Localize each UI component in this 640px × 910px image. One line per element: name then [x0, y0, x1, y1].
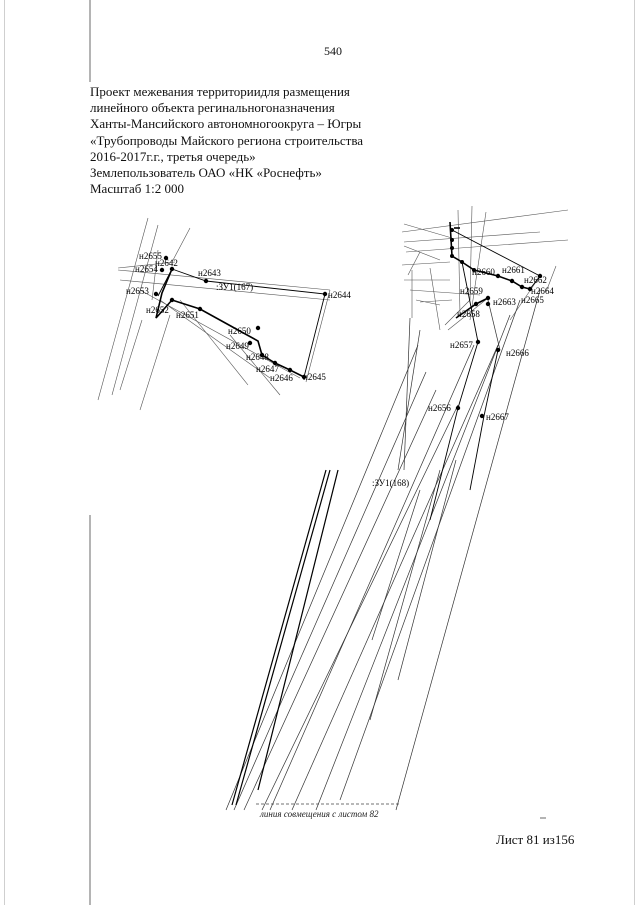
label-n2657: н2657	[450, 340, 473, 350]
point-n2663	[485, 301, 491, 307]
point-n2650	[255, 325, 261, 331]
point-n2649	[247, 340, 253, 346]
vertex-right-3	[450, 246, 454, 250]
label-n2650: н2650	[228, 326, 251, 336]
title-line-4: «Трубопроводы Майского региона строитель…	[90, 132, 364, 148]
vertex-right-1	[450, 228, 454, 232]
point-n2647	[272, 360, 278, 366]
left-page-edge	[4, 0, 5, 905]
point-n2657	[475, 339, 481, 345]
title-line-3: Ханты-Мансийского автономногоокруга – Юг…	[90, 116, 362, 132]
label-n2645: н2645	[303, 372, 326, 382]
label-n2661: н2661	[502, 265, 525, 275]
point-n2646	[287, 367, 293, 373]
point-n2643	[203, 278, 209, 284]
parcel-167-label: :ЗУ1(167)	[216, 282, 253, 292]
point-n2653	[153, 291, 159, 297]
point-n2667	[479, 413, 485, 419]
label-n2648: н2648	[246, 352, 269, 362]
right-point-markers	[450, 228, 543, 419]
point-n2665	[537, 273, 543, 279]
label-n2643: н2643	[198, 268, 221, 278]
label-n2642: н2642	[155, 258, 178, 268]
point-n2655	[163, 255, 169, 261]
point-n2644	[322, 291, 328, 297]
point-n2661	[509, 278, 515, 284]
label-n2658: н2658	[457, 309, 480, 319]
vertex-right-4	[450, 254, 454, 258]
point-n2664	[527, 286, 533, 292]
label-n2649: н2649	[226, 341, 249, 351]
scale-line: Масштаб 1:2 000	[90, 181, 184, 197]
label-n2665: н2665	[521, 295, 544, 305]
label-n2664: н2664	[531, 286, 554, 296]
title-line-5: 2016-2017г.г., третья очередь»	[90, 148, 256, 164]
title-block: Проект межевания территориидля размещени…	[90, 84, 390, 197]
point-n2662	[519, 284, 525, 290]
label-n2655: н2655	[139, 251, 162, 261]
label-n2656: н2656	[428, 403, 451, 413]
pipeline-corridor-bold	[231, 469, 339, 806]
label-n2666: н2666	[506, 348, 529, 358]
label-n2659: н2659	[460, 286, 483, 296]
label-n2652: н2652	[146, 305, 169, 315]
vertex-right-5	[460, 260, 464, 264]
label-n2663: н2663	[493, 297, 516, 307]
parcel-167-outline	[157, 268, 326, 378]
point-n2652	[169, 297, 175, 303]
label-n2644: н2644	[328, 290, 351, 300]
point-n2656	[455, 405, 461, 411]
point-n2658	[473, 301, 479, 307]
point-n2642	[169, 266, 175, 272]
parcel-168-sides	[429, 341, 499, 521]
parcel-167-boundary	[155, 268, 305, 378]
title-line-2: линейного объекта регинальногоназначения	[90, 100, 335, 116]
label-n2653: н2653	[126, 286, 149, 296]
label-n2667: н2667	[486, 412, 509, 422]
pipeline-corridor-lines	[225, 289, 541, 811]
label-n2654: н2654	[135, 264, 158, 274]
sheet-number: Лист 81 из156	[496, 832, 575, 847]
point-n2660	[495, 273, 501, 279]
vertex-right-2	[450, 238, 454, 242]
label-n2662: н2662	[524, 275, 547, 285]
label-n2651: н2651	[176, 310, 199, 320]
point-n2666	[495, 347, 501, 353]
title-line-1: Проект межевания территориидля размещени…	[90, 84, 350, 99]
point-n2654	[159, 267, 165, 273]
label-n2646: н2646	[270, 373, 293, 383]
label-n2647: н2647	[256, 364, 279, 374]
left-fragment-context-lines	[97, 217, 331, 411]
right-page-edge	[634, 0, 635, 905]
match-line-label: линия совмещения с листом 82	[259, 809, 379, 819]
left-point-markers	[153, 255, 328, 380]
land-user-line: Землепользователь ОАО «НК «Роснефть»	[90, 165, 322, 181]
vertex-right-6	[472, 268, 476, 272]
right-point-labels: н2656 н2657 н2658 н2659 н2660 н2661 н266…	[372, 265, 554, 488]
point-n2648	[259, 352, 265, 358]
page-number: 540	[324, 44, 342, 58]
point-n2659	[485, 295, 491, 301]
left-point-labels: н2642 н2643 н2644 н2645 н2646 н2647 н264…	[126, 251, 351, 383]
label-n2660: н2660	[472, 267, 495, 277]
point-n2645	[301, 374, 307, 380]
point-n2651	[197, 306, 203, 312]
parcel-168-label: :ЗУ1(168)	[372, 478, 409, 488]
right-fragment-context-lines	[401, 205, 569, 331]
